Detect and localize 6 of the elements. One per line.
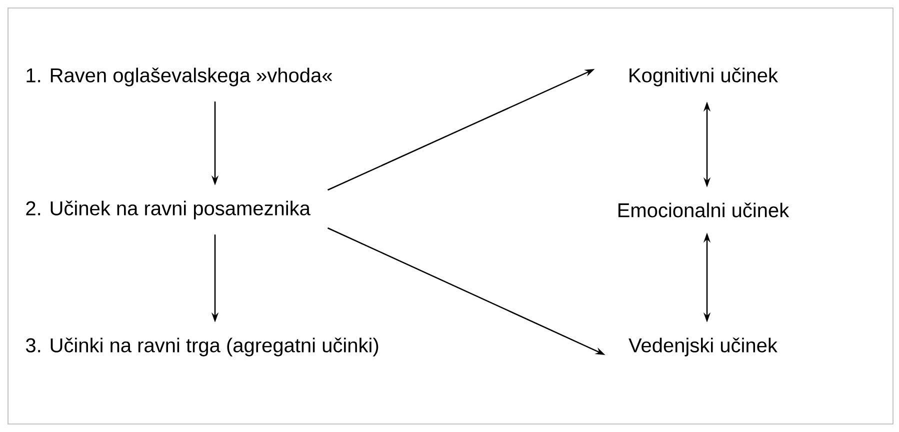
node-label: 2. Učinek na ravni posameznika xyxy=(26,200,310,220)
node-label: Vedenjski učinek xyxy=(628,338,778,356)
node-label: 1. Raven oglaševalskega »vhoda« xyxy=(26,68,332,86)
node-label: 3. Učinki na ravni trga (agregatni učinki) xyxy=(26,338,378,356)
node-label: Emocionalni učinek xyxy=(618,202,790,218)
node-label: Kognitivni učinek xyxy=(630,68,778,86)
